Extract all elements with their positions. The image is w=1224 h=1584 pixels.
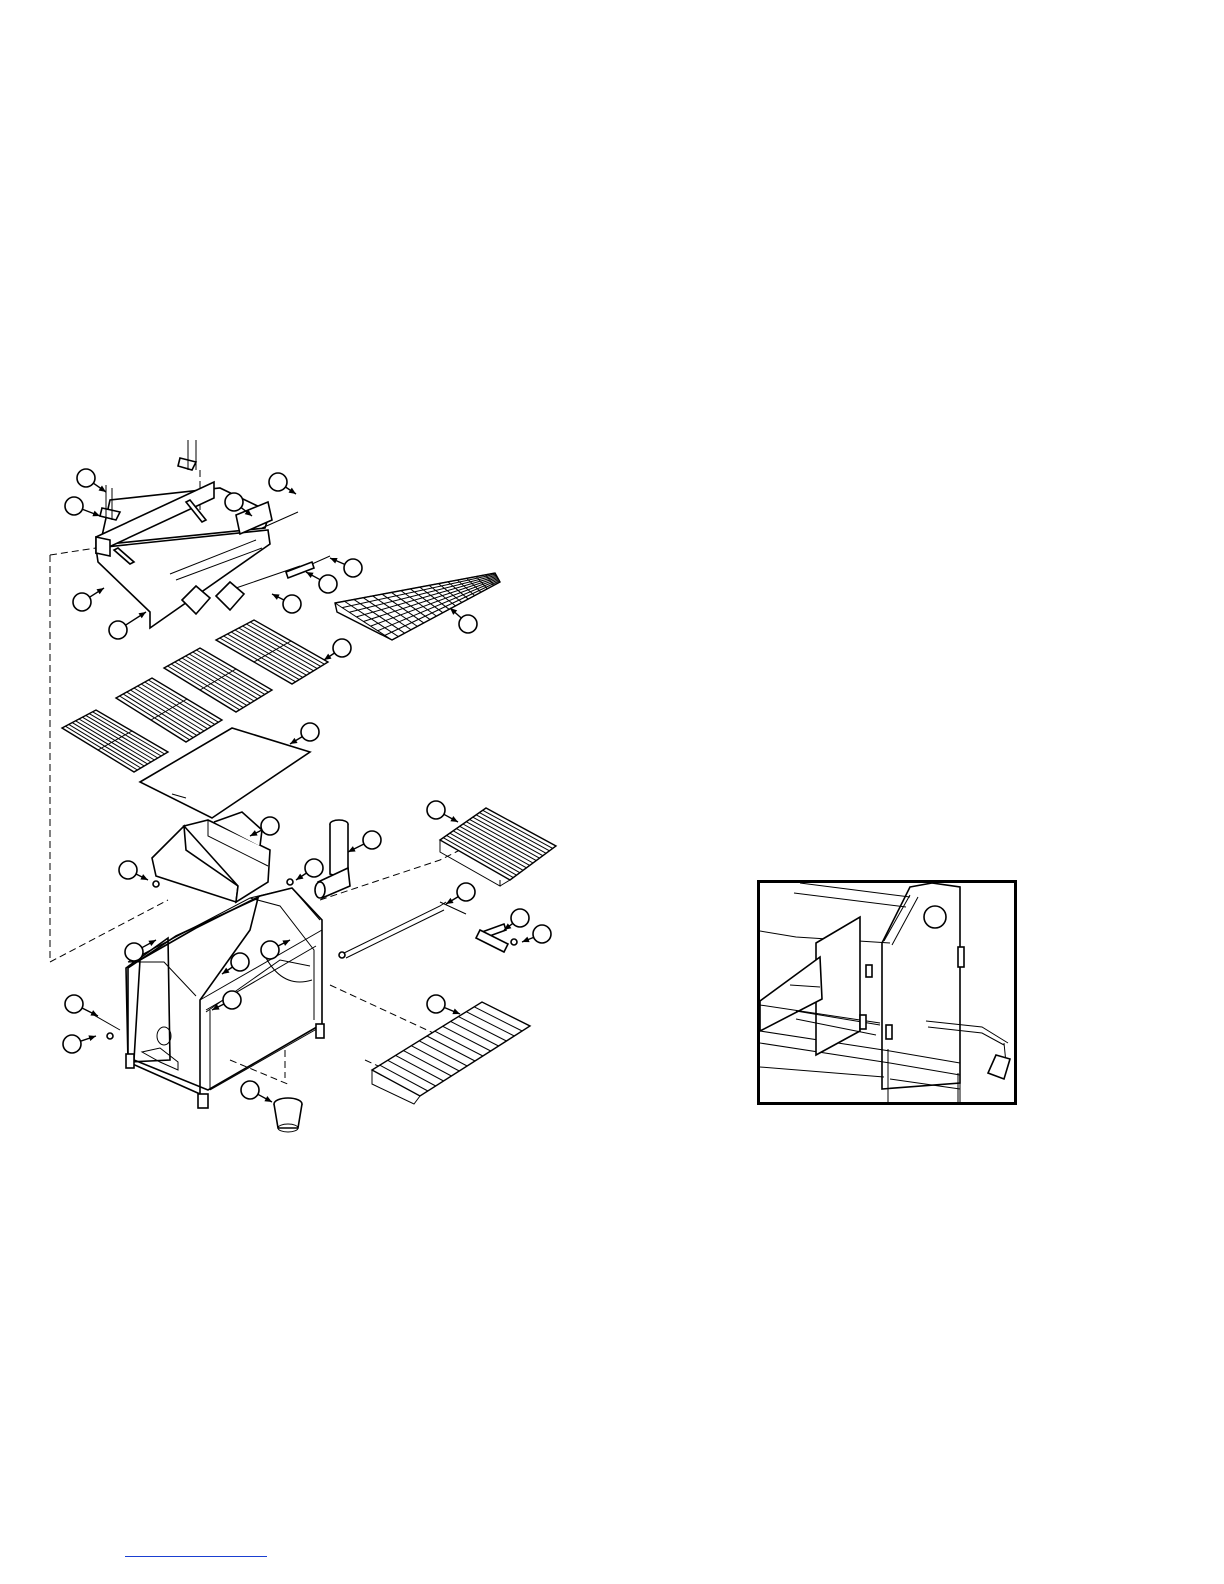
side-shelf-upper <box>440 808 556 886</box>
callout-circle <box>533 925 551 943</box>
callout-circle <box>269 473 287 491</box>
callout-bubble <box>119 861 148 880</box>
callout-bubble <box>272 594 301 613</box>
callout-bubble <box>446 883 475 904</box>
callout-circle <box>427 801 445 819</box>
callout-circle <box>223 991 241 1009</box>
callout-bubble <box>65 995 98 1016</box>
callout-circle <box>344 559 362 577</box>
callout-circle <box>283 595 301 613</box>
callout-circle <box>511 909 529 927</box>
callout-circle <box>319 575 337 593</box>
callout-arrowhead <box>522 937 530 943</box>
callout-bubble <box>427 801 458 822</box>
page-footer-rule <box>125 1556 267 1557</box>
callout-bubble <box>450 608 477 633</box>
callout-circle <box>261 941 279 959</box>
callout-circle <box>333 639 351 657</box>
callout-circle <box>109 621 127 639</box>
callout-bubble <box>77 469 106 492</box>
callout-arrowhead <box>296 874 303 880</box>
callout-bubble <box>504 909 529 930</box>
callout-circle <box>119 861 137 879</box>
callout-circle <box>305 859 323 877</box>
lid-assembly <box>96 440 272 628</box>
callout-bubble <box>348 831 381 852</box>
callout-circle <box>261 817 279 835</box>
callout-circle <box>63 1035 81 1053</box>
callout-circle <box>125 943 143 961</box>
callout-arrowhead <box>96 588 104 594</box>
callout-circle <box>73 593 91 611</box>
callout-arrowhead <box>99 486 106 492</box>
callout-arrowhead <box>138 612 146 618</box>
inset-detail-view <box>757 880 1017 1105</box>
callout-bubble <box>306 572 337 593</box>
callout-circle <box>241 1081 259 1099</box>
callout-bubble <box>65 497 100 516</box>
smokestack <box>315 820 350 898</box>
callout-bubble <box>241 1081 272 1102</box>
callout-circle <box>363 831 381 849</box>
callout-circle <box>65 497 83 515</box>
callout-bubble <box>290 723 319 744</box>
callout-bubble <box>73 588 104 611</box>
callout-bubble <box>427 995 460 1014</box>
callout-arrowhead <box>92 511 100 517</box>
callout-circle <box>427 995 445 1013</box>
callout-circle <box>301 723 319 741</box>
heat-plate <box>140 728 310 818</box>
firebox-basket <box>152 812 270 902</box>
callout-circle <box>225 493 243 511</box>
side-shelf-lower <box>372 1002 530 1104</box>
callout-circle <box>457 883 475 901</box>
callout-bubble <box>324 639 351 660</box>
callout-bubble <box>296 859 323 880</box>
callout-arrowhead <box>324 654 331 660</box>
callout-arrowhead <box>289 488 296 494</box>
inset-detail-drawing <box>760 883 1014 1102</box>
callout-circle <box>77 469 95 487</box>
callout-circle <box>65 995 83 1013</box>
callout-bubble <box>63 1035 96 1053</box>
callout-bubble <box>109 612 146 639</box>
ash-bucket <box>274 1098 302 1132</box>
callout-bubble <box>269 473 296 494</box>
callout-circle <box>459 615 477 633</box>
callout-bubble <box>330 558 362 577</box>
callout-arrowhead <box>88 1035 96 1041</box>
callout-bubble <box>522 925 551 943</box>
callout-circle <box>231 953 249 971</box>
